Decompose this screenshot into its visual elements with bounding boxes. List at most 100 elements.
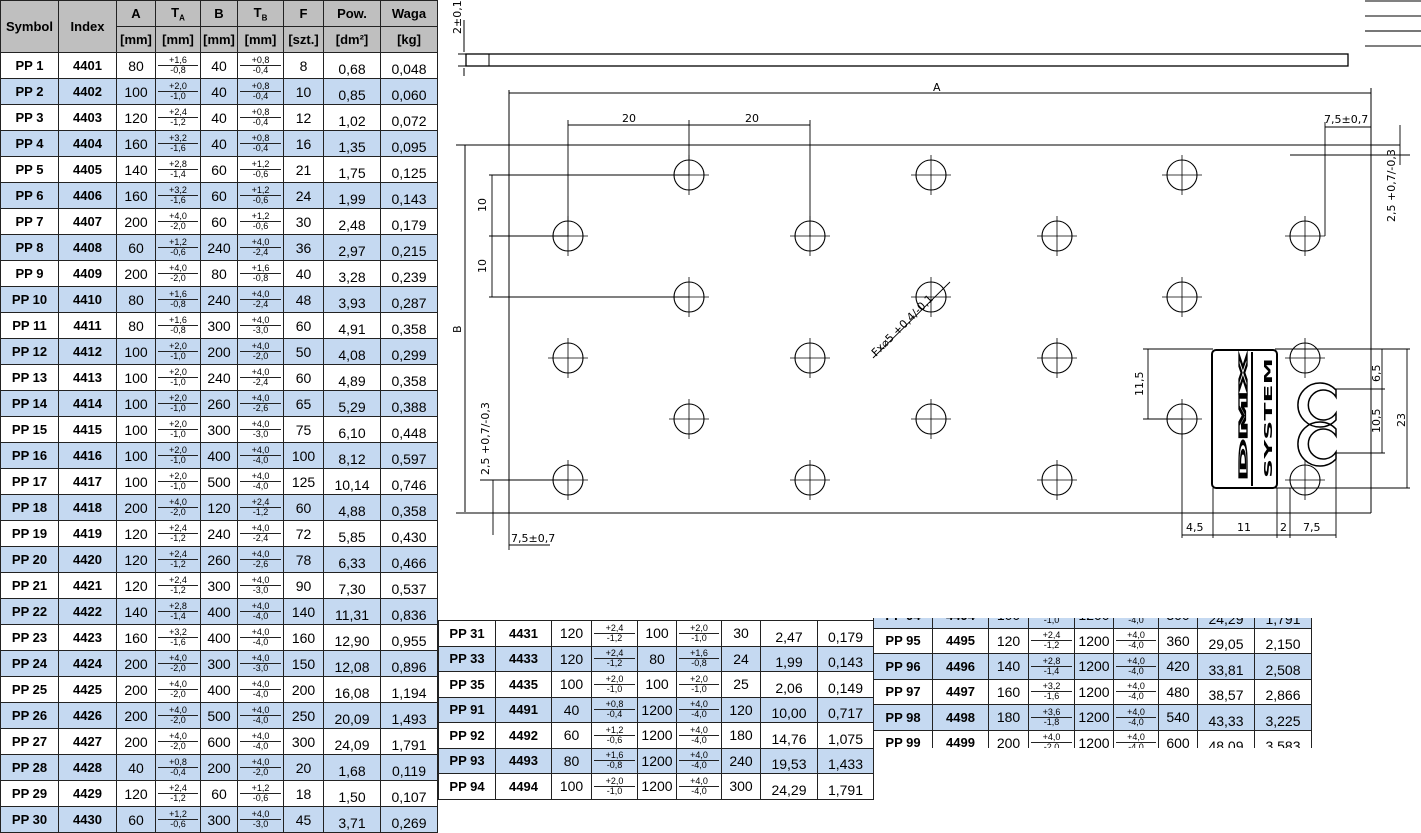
cell-tb: +1,6-0,8 <box>676 645 722 672</box>
cell-index: 4426 <box>58 702 117 729</box>
cell-a: 140 <box>116 598 156 625</box>
cell-f: 160 <box>283 624 324 651</box>
cell-waga: 0,125 <box>380 156 438 183</box>
cell-f: 180 <box>721 722 761 749</box>
cell-ta: +2,4-1,2 <box>155 572 201 599</box>
cell-b: 1200 <box>637 747 677 774</box>
cell-pow: 10,14 <box>323 468 381 495</box>
cell-waga: 0,955 <box>380 624 438 651</box>
dim-10-5-label: 10,5 <box>1370 409 1383 434</box>
cell-a: 100 <box>116 338 156 365</box>
cell-f: 24 <box>283 182 324 209</box>
cell-ta: +2,8-1,4 <box>155 598 201 625</box>
cell-tb: +4,0-4,0 <box>676 722 722 749</box>
cell-index: 4422 <box>58 598 117 625</box>
cell-ta: +2,0-1,0 <box>155 468 201 495</box>
cell-pow: 12,90 <box>323 624 381 651</box>
cell-index: 4424 <box>58 650 117 677</box>
cell-symbol: PP 20 <box>0 546 59 573</box>
cell-f: 300 <box>283 728 324 755</box>
cell-index: 4415 <box>58 416 117 443</box>
cell-f: 420 <box>1158 653 1198 680</box>
cell-waga: 3,225 <box>1254 704 1312 731</box>
cell-pow: 12,08 <box>323 650 381 677</box>
cell-waga: 0,836 <box>380 598 438 625</box>
cell-index: 4496 <box>932 653 989 680</box>
cell-tb: +2,0-1,0 <box>676 620 722 647</box>
cell-b: 400 <box>200 598 238 625</box>
cell-waga: 1,194 <box>380 676 438 703</box>
cell-symbol: PP 23 <box>0 624 59 651</box>
cell-ta: +2,8-1,4 <box>1028 653 1075 680</box>
cell-index: 4493 <box>495 747 552 774</box>
cell-f: 75 <box>283 416 324 443</box>
cell-pow: 24,09 <box>323 728 381 755</box>
cell-waga: 0,466 <box>380 546 438 573</box>
cell-index: 4404 <box>58 130 117 157</box>
cell-tb: +1,2-0,6 <box>237 780 284 807</box>
cell-a: 120 <box>551 620 592 647</box>
cell-tb: +4,0-4,0 <box>676 773 722 800</box>
cell-pow: 11,31 <box>323 598 381 625</box>
cell-waga: 0,597 <box>380 442 438 469</box>
cell-a: 120 <box>116 780 156 807</box>
cell-symbol: PP 28 <box>0 754 59 781</box>
dim-edge-vertical-right: 2,5 +0,7/-0,3 <box>1385 149 1398 222</box>
cell-b: 80 <box>200 260 238 287</box>
cell-index: 4497 <box>932 678 989 705</box>
cell-pow: 16,08 <box>323 676 381 703</box>
dmx-system-logo: DMX SYSTEM <box>1211 349 1278 489</box>
cell-pow: 8,12 <box>323 442 381 469</box>
cell-waga: 0,717 <box>817 696 874 723</box>
cell-b: 1200 <box>1074 653 1114 680</box>
cell-symbol: PP 99 <box>873 729 933 748</box>
cell-ta: +1,6-0,8 <box>155 312 201 339</box>
cell-symbol: PP 94 <box>873 618 933 629</box>
cell-f: 24 <box>721 645 761 672</box>
cell-waga: 0,107 <box>380 780 438 807</box>
logo-dmx-text: DMX <box>1237 352 1250 480</box>
cell-a: 100 <box>116 78 156 105</box>
cell-b: 1200 <box>637 696 677 723</box>
cell-index: 4408 <box>58 234 117 261</box>
cell-b: 300 <box>200 806 238 833</box>
cell-b: 1200 <box>637 773 677 800</box>
header-waga: Waga <box>380 0 438 27</box>
cell-index: 4411 <box>58 312 117 339</box>
cell-b: 120 <box>200 494 238 521</box>
cell-symbol: PP 21 <box>0 572 59 599</box>
dim-edge-vertical-left: 2,5 +0,7/-0,3 <box>479 402 492 475</box>
cell-tb: +1,2-0,6 <box>237 182 284 209</box>
cell-pow: 4,89 <box>323 364 381 391</box>
plate-outline <box>456 88 1400 514</box>
cell-tb: +4,0-2,4 <box>237 234 284 261</box>
cell-ta: +2,4-1,2 <box>155 546 201 573</box>
cell-ta: +3,2-1,6 <box>155 182 201 209</box>
cell-symbol: PP 22 <box>0 598 59 625</box>
cell-f: 240 <box>721 747 761 774</box>
cell-b: 60 <box>200 780 238 807</box>
cell-symbol: PP 14 <box>0 390 59 417</box>
cell-b: 300 <box>200 572 238 599</box>
cell-symbol: PP 7 <box>0 208 59 235</box>
cell-symbol: PP 15 <box>0 416 59 443</box>
cell-waga: 0,448 <box>380 416 438 443</box>
cell-a: 40 <box>551 696 592 723</box>
cell-symbol: PP 6 <box>0 182 59 209</box>
product-table-right-wrapper: PP 944494100+2,0-1,01200+4,0-4,030024,29… <box>873 618 1313 748</box>
cell-tb: +4,0-4,0 <box>1113 627 1159 654</box>
cell-pow: 4,88 <box>323 494 381 521</box>
cell-ta: +2,0-1,0 <box>591 773 638 800</box>
